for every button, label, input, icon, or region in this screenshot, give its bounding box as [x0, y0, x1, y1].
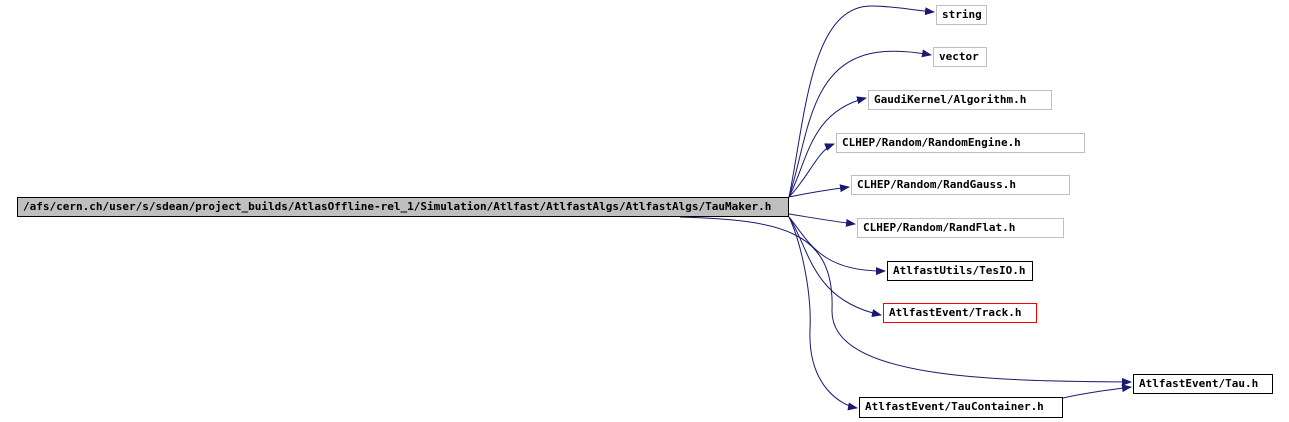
node-atlfastevent-track-h[interactable]: AtlfastEvent/Track.h: [883, 303, 1037, 323]
edge-root-to-randgauss: [788, 184, 850, 198]
node-root-label: /afs/cern.ch/user/s/sdean/project_builds…: [23, 200, 772, 213]
node-label: CLHEP/Random/RandomEngine.h: [842, 136, 1021, 149]
node-atlfastevent-taucontainer-h[interactable]: AtlfastEvent/TauContainer.h: [859, 397, 1063, 418]
node-string: string: [936, 5, 987, 25]
node-vector: vector: [933, 47, 987, 67]
node-label: string: [942, 8, 982, 21]
edge-root-to-tau: [679, 216, 1132, 386]
node-label: CLHEP/Random/RandGauss.h: [857, 178, 1016, 191]
node-clhep-random-randflat-h: CLHEP/Random/RandFlat.h: [857, 218, 1064, 238]
node-atlfastevent-tau-h[interactable]: AtlfastEvent/Tau.h: [1133, 374, 1273, 394]
node-label: vector: [939, 50, 979, 63]
edge-root-to-taucontainer: [788, 216, 858, 411]
node-clhep-random-randomengine-h: CLHEP/Random/RandomEngine.h: [836, 133, 1085, 153]
node-label: AtlfastEvent/TauContainer.h: [865, 400, 1044, 413]
edge-root-to-string: [788, 5, 935, 198]
edge-root-to-track: [788, 216, 882, 317]
node-atlfastutils-tesio-h[interactable]: AtlfastUtils/TesIO.h: [887, 261, 1033, 281]
edge-root-to-vector: [788, 49, 932, 198]
edge-taucontainer-to-tau: [1062, 384, 1132, 399]
node-label: GaudiKernel/Algorithm.h: [874, 93, 1027, 106]
edge-root-to-tesio: [788, 216, 886, 276]
edge-root-to-algorithm: [788, 96, 867, 198]
edge-root-to-randflat: [788, 213, 856, 227]
node-label: AtlfastUtils/TesIO.h: [893, 264, 1026, 277]
node-gaudikernel-algorithm-h: GaudiKernel/Algorithm.h: [868, 90, 1052, 110]
node-root-taumaker-h: /afs/cern.ch/user/s/sdean/project_builds…: [17, 197, 789, 217]
node-label: AtlfastEvent/Tau.h: [1139, 377, 1259, 390]
node-label: CLHEP/Random/RandFlat.h: [863, 221, 1016, 234]
edge-root-to-randomengine: [788, 143, 835, 198]
node-clhep-random-randgauss-h: CLHEP/Random/RandGauss.h: [851, 175, 1070, 195]
node-label: AtlfastEvent/Track.h: [889, 306, 1022, 319]
